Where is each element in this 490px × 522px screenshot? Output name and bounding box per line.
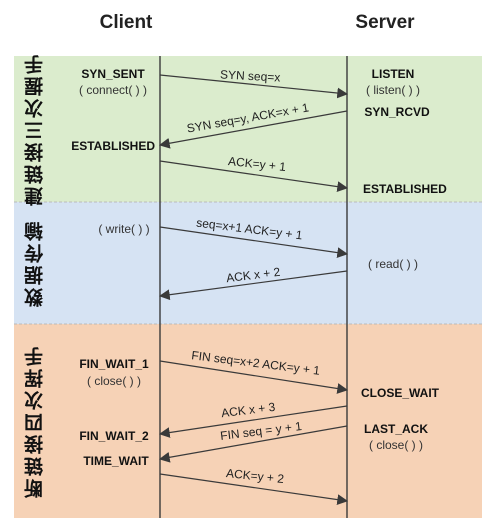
message-arrow-syn (159, 74, 349, 99)
message-arrow-ack-server (158, 405, 348, 438)
server-state-close-wait: CLOSE_WAIT (361, 386, 440, 400)
server-state-established: ESTABLISHED (363, 182, 447, 196)
message-arrow-fin-client (159, 360, 349, 394)
message-arrow-syn-ack (158, 110, 348, 149)
client-state-fin-wait-1: FIN_WAIT_1 (79, 357, 149, 371)
server-call-close: ( close( ) ) (369, 438, 423, 452)
message-arrow-data-ack (158, 270, 348, 301)
data-band-title: 数据传输 (23, 219, 46, 307)
server-state-syn-rcvd: SYN_RCVD (364, 105, 430, 119)
message-arrow-fin-server (158, 425, 348, 463)
client-call-connect: ( connect( ) ) (78, 83, 148, 97)
close-band-label: 断链接四次挥手 (14, 324, 54, 518)
connect-band-title: 建链接三次握手 (23, 52, 46, 206)
client-state-fin-wait-2: FIN_WAIT_2 (79, 429, 149, 443)
message-arrow-final-ack (159, 473, 349, 505)
client-state-time-wait: TIME_WAIT (83, 454, 149, 468)
client-state-established: ESTABLISHED (71, 139, 155, 153)
client-call-close: ( close( ) ) (87, 374, 141, 388)
data-band (14, 202, 482, 324)
server-state-listen: LISTEN (371, 67, 415, 81)
client-state-syn-sent: SYN_SENT (81, 67, 145, 81)
server-header: Server (355, 12, 415, 33)
server-call-listen: ( listen( ) ) (366, 83, 420, 97)
message-arrow-data (159, 226, 349, 258)
connect-band-label: 建链接三次握手 (14, 52, 54, 206)
server-state-last-ack: LAST_ACK (363, 422, 429, 436)
client-call-write: ( write( ) ) (98, 222, 150, 236)
data-band-label: 数据传输 (14, 202, 54, 324)
client-header: Client (99, 12, 153, 33)
close-band-title: 断链接四次挥手 (23, 344, 46, 498)
message-arrow-ack (159, 160, 349, 192)
server-call-read: ( read( ) ) (367, 257, 419, 271)
